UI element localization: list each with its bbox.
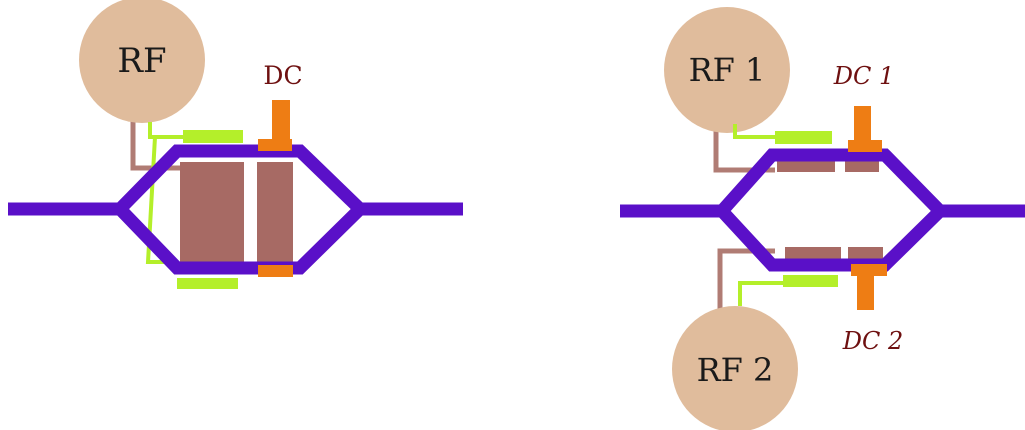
dc-electrode bbox=[257, 162, 293, 266]
rf-trace bbox=[130, 110, 200, 171]
right-modulator: RF 1 RF 2 DC 1 DC 2 bbox=[620, 7, 1025, 430]
rf-label: RF bbox=[117, 41, 166, 81]
rf-electrode bbox=[180, 162, 244, 266]
rf1-pad bbox=[664, 7, 790, 133]
bottom-ground-pad bbox=[783, 275, 838, 287]
right-waveguide bbox=[620, 148, 1025, 272]
rf1-label: RF 1 bbox=[689, 51, 766, 89]
rf2-label: RF 2 bbox=[697, 351, 774, 389]
left-waveguide bbox=[8, 144, 463, 275]
rf2-pad bbox=[672, 306, 798, 430]
dc2-contact-stem bbox=[857, 272, 874, 310]
bottom-ground-pad bbox=[177, 278, 238, 289]
left-modulator: RF DC bbox=[8, 0, 463, 289]
bottom-ground-trace bbox=[738, 281, 785, 306]
top-ground-pad bbox=[183, 130, 243, 143]
dc-contact-bottom bbox=[258, 265, 293, 277]
dc-contact-top bbox=[258, 139, 292, 151]
dc2-label: DC 2 bbox=[842, 327, 904, 355]
dc-label: DC bbox=[263, 61, 302, 90]
dc1-contact-base bbox=[848, 140, 882, 152]
rf-pad bbox=[79, 0, 205, 123]
top-ground-pad bbox=[775, 131, 832, 144]
top-ground-trace bbox=[733, 124, 775, 139]
dc1-contact-stem bbox=[854, 106, 871, 144]
dc1-label: DC 1 bbox=[833, 62, 895, 90]
dc-contact-stem bbox=[272, 100, 290, 148]
